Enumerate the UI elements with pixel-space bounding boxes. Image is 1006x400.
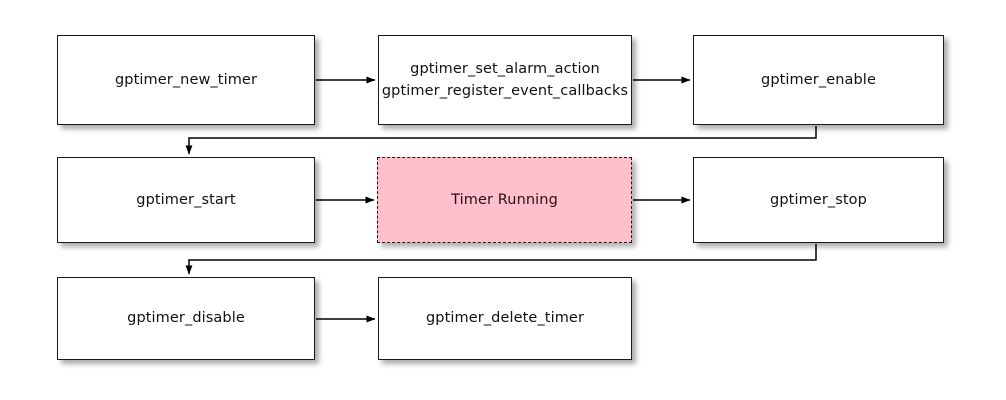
node-gptimer-enable[interactable]: gptimer_enable — [693, 35, 944, 125]
node-label-line-1: gptimer_set_alarm_action — [410, 60, 600, 77]
node-label: gptimer_enable — [761, 71, 876, 88]
node-gptimer-start[interactable]: gptimer_start — [57, 157, 315, 243]
node-label: gptimer_new_timer — [114, 71, 258, 88]
node-label: Timer Running — [451, 191, 558, 208]
node-label: gptimer_disable — [127, 310, 245, 327]
node-label-line-2: gptimer_register_event_callbacks — [381, 83, 629, 99]
node-gptimer-delete-timer[interactable]: gptimer_delete_timer — [378, 277, 632, 360]
edge-stop-to-disable — [185, 244, 817, 275]
node-label: gptimer_start — [136, 191, 236, 208]
node-timer-running[interactable]: Timer Running — [377, 157, 632, 243]
node-label: gptimer_stop — [770, 191, 867, 208]
edge-enable-to-start — [185, 126, 817, 155]
node-gptimer-stop[interactable]: gptimer_stop — [693, 157, 944, 243]
node-gptimer-config[interactable]: gptimer_set_alarm_action gptimer_registe… — [378, 35, 632, 125]
node-gptimer-disable[interactable]: gptimer_disable — [57, 277, 315, 360]
node-gptimer-new-timer[interactable]: gptimer_new_timer — [57, 35, 315, 125]
node-label: gptimer_delete_timer — [425, 310, 585, 327]
